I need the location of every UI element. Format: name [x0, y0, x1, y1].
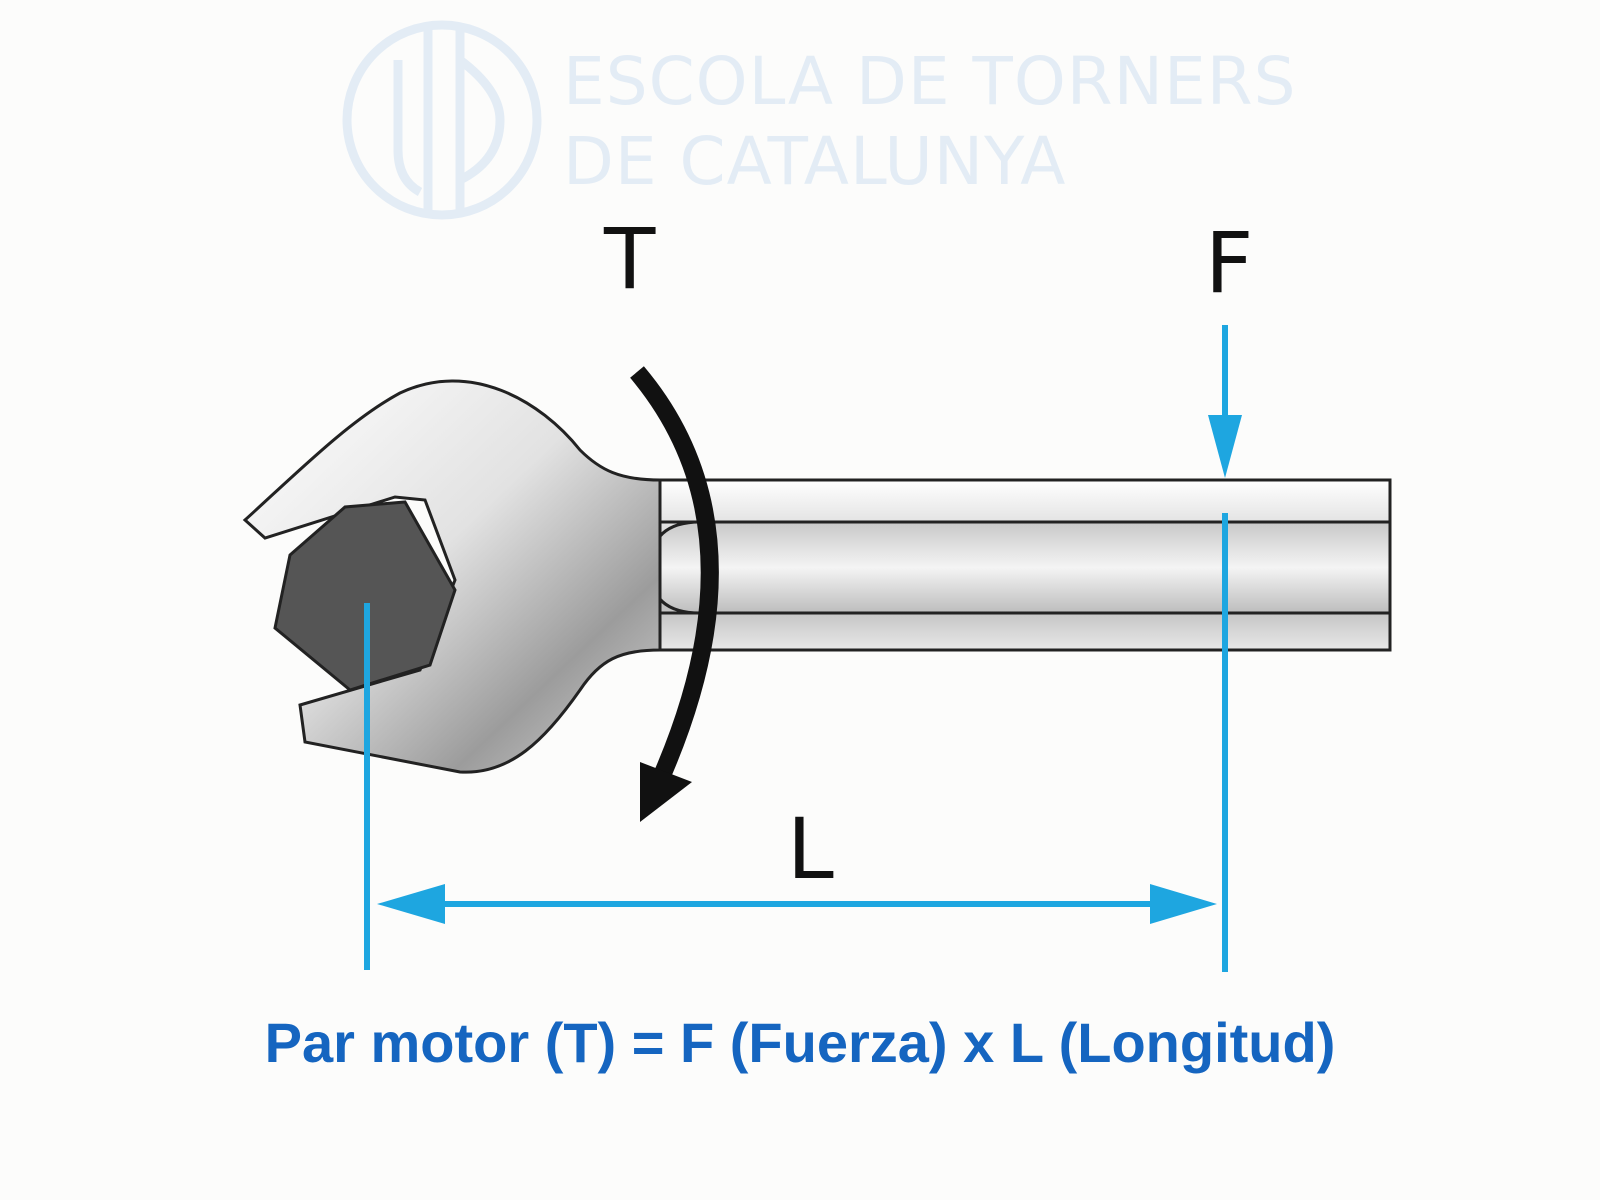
length-label: L — [787, 800, 834, 898]
torque-arrow — [630, 366, 719, 822]
school-logo — [342, 20, 542, 220]
watermark-line2: DE CATALUNYA — [563, 123, 1066, 200]
hex-nut — [273, 500, 457, 692]
force-arrow — [1208, 325, 1242, 478]
wrench-head — [242, 379, 662, 774]
watermark-line1: ESCOLA DE TORNERS — [563, 43, 1297, 120]
force-label: F — [1205, 214, 1253, 312]
wrench — [242, 379, 1392, 774]
torque-label: T — [603, 210, 656, 308]
length-dimension — [364, 513, 1228, 972]
wrench-slot — [648, 520, 1392, 615]
torque-formula: Par motor (T) = F (Fuerza) x L (Longitud… — [264, 1011, 1336, 1074]
